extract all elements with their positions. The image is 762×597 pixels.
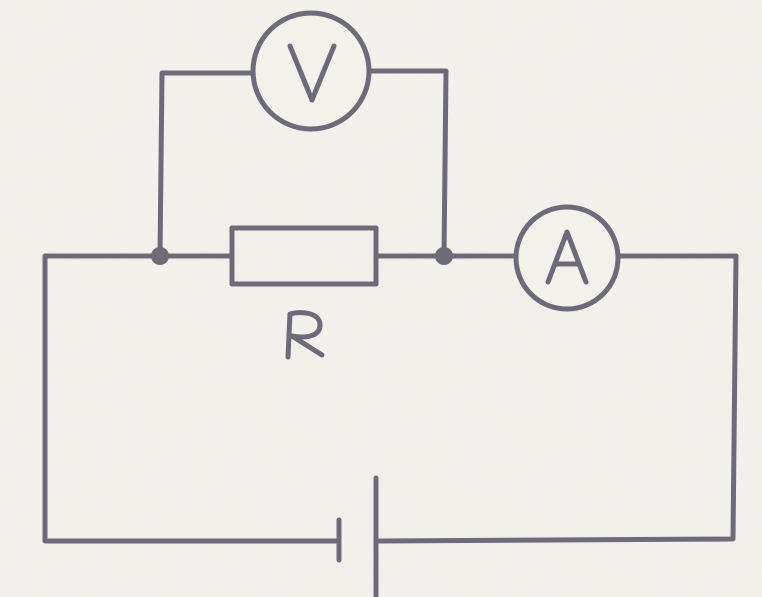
- resistor-label-r-glyph: [285, 310, 325, 360]
- wire-left-top: [42, 253, 342, 544]
- cell-icon: [336, 475, 379, 597]
- ammeter-icon: [513, 204, 621, 312]
- wire-voltmeter-left: [157, 70, 257, 259]
- voltmeter-icon: [250, 10, 372, 132]
- resistor-icon: [229, 225, 379, 287]
- resistor-label: R: [274, 300, 334, 352]
- wire-voltmeter-right: [366, 68, 449, 259]
- junction-left: [151, 247, 169, 265]
- voltmeter-symbol-v: [287, 43, 337, 103]
- junction-right: [435, 247, 453, 265]
- wire-right-loop: [373, 253, 739, 544]
- ammeter-symbol-a: [545, 229, 589, 285]
